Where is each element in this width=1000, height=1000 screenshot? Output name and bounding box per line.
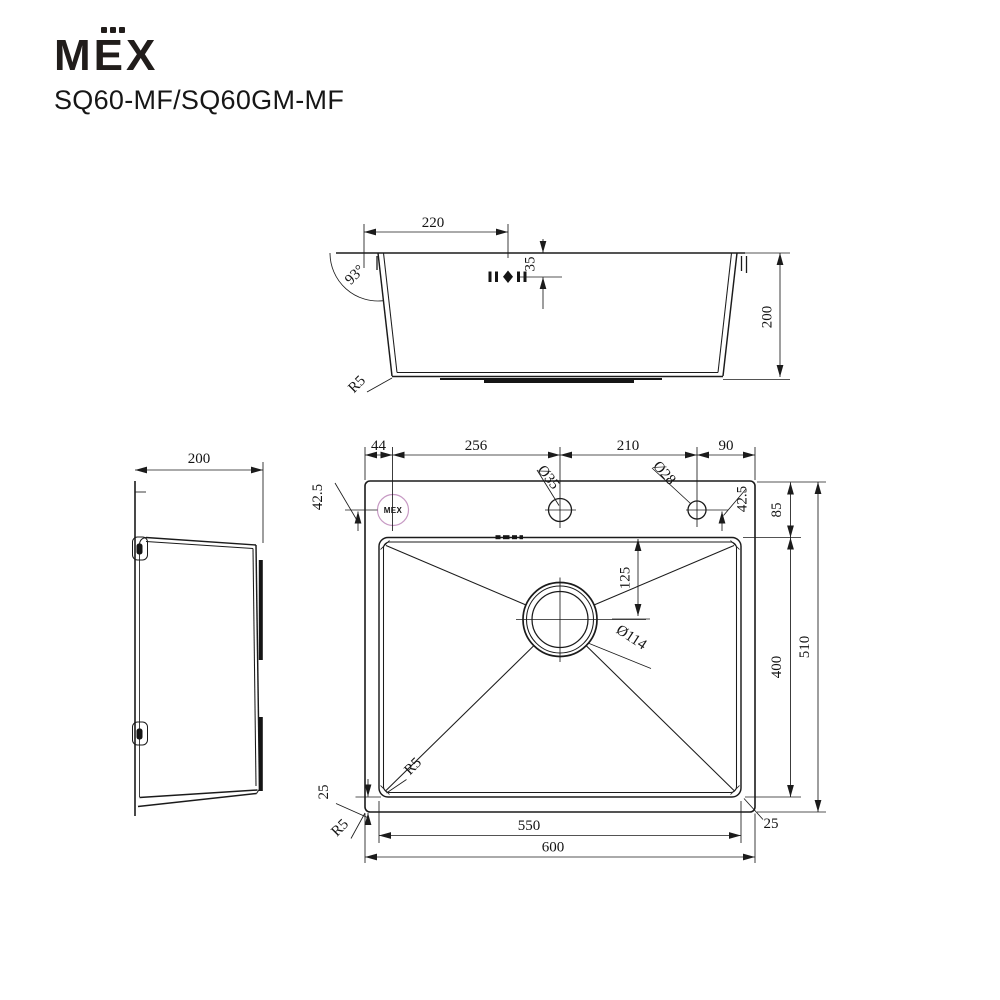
dim-label-90: 90 bbox=[719, 438, 734, 454]
dim-label-510: 510 bbox=[797, 636, 813, 659]
dim-label-42-5-right: 42.5 bbox=[735, 486, 751, 512]
front-view-dimensions bbox=[363, 224, 790, 393]
logo-dots-icon bbox=[101, 27, 125, 33]
stamp-label: MEX bbox=[384, 506, 403, 515]
dim-label-256: 256 bbox=[465, 438, 488, 454]
logo-letter-e: E bbox=[93, 31, 127, 80]
faucet-holes bbox=[545, 497, 728, 523]
dim-label-25-left: 25 bbox=[316, 785, 332, 800]
plan-view-dimensions bbox=[334, 447, 826, 863]
drain-label-d114: Ø114 bbox=[613, 622, 650, 654]
model-number: SQ60-MF/SQ60GM-MF bbox=[54, 85, 345, 115]
dim-label-210: 210 bbox=[617, 438, 640, 454]
side-view: 200 bbox=[132, 451, 264, 816]
brand-logo: MEX bbox=[54, 27, 344, 80]
plan-view: MEX bbox=[310, 438, 826, 863]
logo-letter-x: X bbox=[126, 31, 159, 80]
logo-letter-m: M bbox=[54, 31, 94, 80]
dim-label-200-side: 200 bbox=[188, 451, 211, 467]
front-view-outline bbox=[329, 252, 790, 383]
dim-label-35: 35 bbox=[523, 257, 539, 272]
dim-label-25-right: 25 bbox=[764, 816, 779, 832]
hole-label-d28: Ø28 bbox=[649, 458, 678, 488]
radius-label-r5-outer: R5 bbox=[328, 816, 352, 840]
radius-label-r5-front: R5 bbox=[345, 373, 369, 397]
brand-stamp: MEX bbox=[376, 493, 410, 527]
side-view-outline bbox=[132, 481, 263, 816]
dim-label-220: 220 bbox=[422, 215, 445, 231]
dim-label-200-front: 200 bbox=[760, 306, 776, 329]
bowl-diagonals bbox=[385, 545, 735, 791]
dim-label-125: 125 bbox=[618, 567, 634, 590]
dim-label-550: 550 bbox=[518, 818, 541, 834]
hole-label-d35: Ø35 bbox=[534, 462, 563, 492]
dim-label-44: 44 bbox=[371, 438, 387, 454]
dim-label-85: 85 bbox=[769, 503, 785, 518]
side-view-dimensions bbox=[135, 462, 264, 543]
dim-label-400: 400 bbox=[769, 656, 785, 679]
drain bbox=[516, 577, 646, 662]
dim-label-600: 600 bbox=[542, 840, 565, 856]
radius-label-r5-bowl: R5 bbox=[401, 755, 425, 779]
dim-label-42-5-left: 42.5 bbox=[310, 484, 326, 510]
front-view: 220 35 93° 200 R5 bbox=[329, 215, 790, 397]
plan-view-bowl-edge-logo-mark bbox=[495, 535, 523, 540]
header: MEX SQ60-MF/SQ60GM-MF bbox=[54, 27, 345, 116]
